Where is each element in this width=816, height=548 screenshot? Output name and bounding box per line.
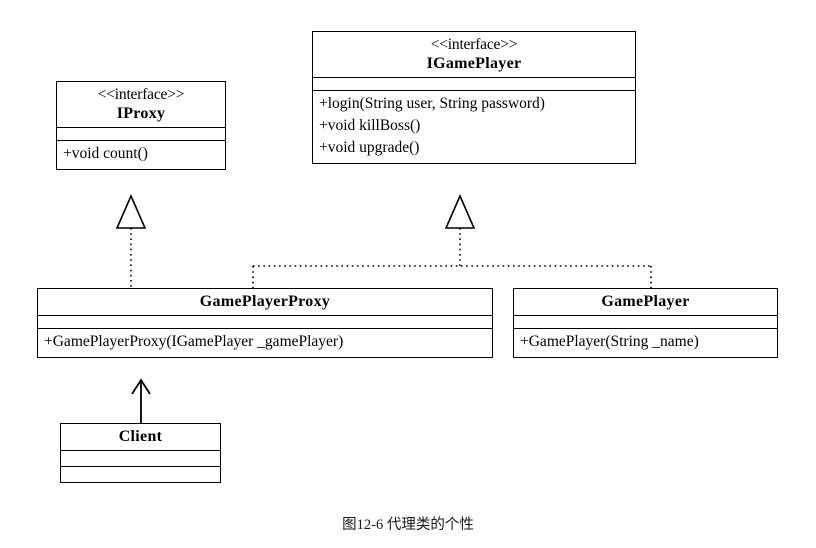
method-item: +GamePlayer(String _name) [520,333,699,350]
class-name-label: Client [118,428,163,445]
method-item: +void killBoss() [319,117,421,135]
realization-to-igameplayer [252,194,652,288]
hollow-triangle-icon [444,194,476,229]
attributes-compartment-igameplayer [313,77,635,90]
uml-class-gameplayerproxy[interactable]: GamePlayerProxy +GamePlayerProxy(IGamePl… [37,288,493,358]
methods-compartment-gameplayer: +GamePlayer(String _name) [514,328,777,357]
uml-class-client[interactable]: Client [60,423,221,483]
association-client-to-gameplayerproxy [131,378,151,423]
hollow-triangle-icon [115,194,147,229]
stereotype-label: <<interface>> [430,36,518,53]
class-name-label: IGamePlayer [426,55,522,73]
methods-compartment-igameplayer: +login(String user, String password) +vo… [313,90,635,163]
class-header-iproxy: <<interface>> IProxy [57,82,225,127]
methods-compartment-gameplayerproxy: +GamePlayerProxy(IGamePlayer _gamePlayer… [38,328,492,357]
uml-class-igameplayer[interactable]: <<interface>> IGamePlayer +login(String … [312,31,636,165]
uml-class-iproxy[interactable]: <<interface>> IProxy +void count() [56,81,226,171]
open-arrow-icon [131,378,151,395]
class-header-gameplayerproxy: GamePlayerProxy [38,289,492,315]
method-item: +void upgrade() [319,139,420,157]
class-header-client: Client [61,424,220,450]
methods-compartment-client [61,466,220,482]
uml-class-gameplayer[interactable]: GamePlayer +GamePlayer(String _name) [513,288,778,358]
method-item: +GamePlayerProxy(IGamePlayer _gamePlayer… [44,333,344,350]
attributes-compartment-gameplayer [514,315,777,328]
attributes-compartment-client [61,450,220,466]
stereotype-label: <<interface>> [97,86,185,103]
attributes-compartment-iproxy [57,127,225,140]
attributes-compartment-gameplayerproxy [38,315,492,328]
class-name-label: GamePlayer [601,293,690,310]
method-item: +login(String user, String password) [319,95,545,113]
method-item: +void count() [63,145,148,163]
class-header-igameplayer: <<interface>> IGamePlayer [313,32,635,77]
class-name-label: GamePlayerProxy [199,293,331,310]
class-header-gameplayer: GamePlayer [514,289,777,315]
methods-compartment-iproxy: +void count() [57,140,225,169]
realization-gameplayerproxy-to-iproxy [115,194,147,288]
figure-caption: 图12-6 代理类的个性 [342,517,474,533]
class-name-label: IProxy [116,105,166,123]
